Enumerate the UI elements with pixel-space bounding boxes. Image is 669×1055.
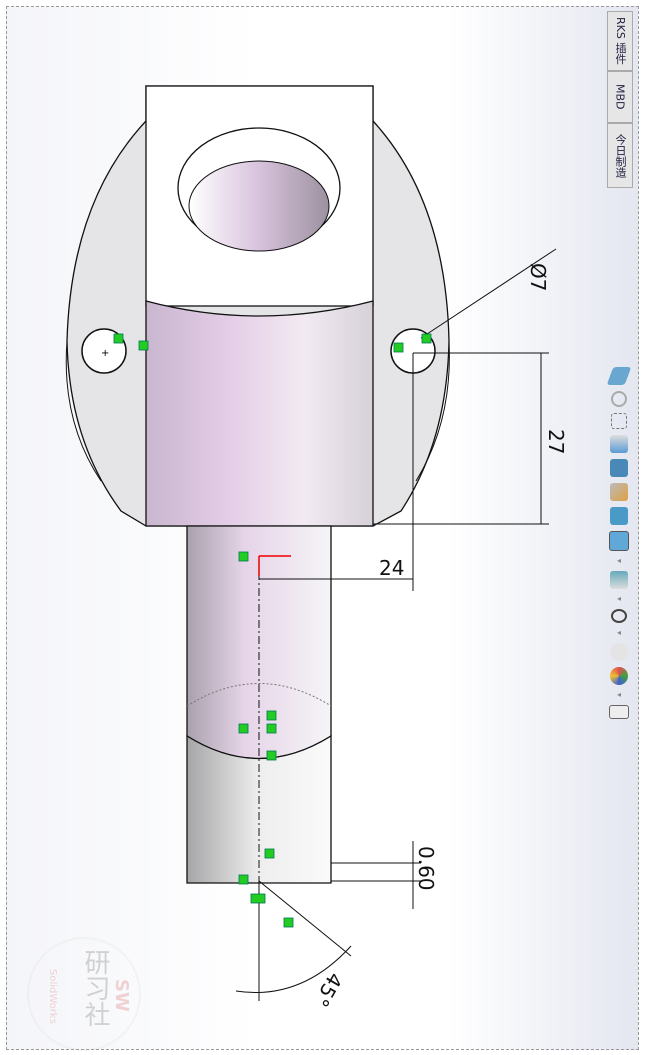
view-orientation-icon[interactable]	[606, 367, 632, 385]
task-pane-tabs: RKS 插件 MBD 今日制造	[607, 11, 633, 188]
zoom-area-icon[interactable]	[611, 413, 627, 429]
display-style-icon[interactable]	[609, 531, 629, 551]
zoom-to-fit-icon[interactable]	[611, 391, 627, 407]
apply-scene-icon[interactable]	[610, 643, 628, 661]
tab-rks-plugin[interactable]: RKS 插件	[607, 11, 633, 71]
dimension-lines	[235, 248, 557, 1001]
dim-horizontal[interactable]: 24	[379, 556, 404, 580]
tab-today-manufacturing[interactable]: 今日制造	[607, 123, 633, 188]
view-settings-icon[interactable]	[610, 667, 628, 685]
relation-markers	[113, 333, 432, 928]
dim-hole-diameter[interactable]: Ø7	[526, 263, 550, 291]
watermark-logo: 研习社 SW SolidWorks	[27, 937, 141, 1051]
svg-text:+: +	[101, 348, 109, 359]
edit-appearance-icon[interactable]	[611, 609, 627, 623]
sketch-drawing: + Ø7 27 24 0.60 45°	[65, 85, 568, 1012]
tab-mbd[interactable]: MBD	[607, 71, 633, 123]
dim-chamfer-angle[interactable]: 45°	[309, 969, 348, 1012]
dropdown-arrow-icon[interactable]: ◂	[616, 594, 621, 603]
dim-chamfer-distance[interactable]: 0.60	[414, 846, 438, 891]
dynamic-annotation-icon[interactable]	[610, 483, 628, 501]
section-view-icon[interactable]	[610, 459, 628, 477]
monitor-icon[interactable]	[609, 705, 629, 719]
dropdown-arrow-icon[interactable]: ◂	[616, 690, 621, 699]
graphics-area[interactable]: + Ø7 27 24 0.60 45° 研习社 SW SolidWorks RK…	[6, 6, 639, 1051]
previous-view-icon[interactable]	[610, 435, 628, 453]
dropdown-arrow-icon[interactable]: ◂	[616, 556, 621, 565]
dim-vertical[interactable]: 27	[544, 429, 568, 454]
view-orientation-cube-icon[interactable]	[610, 507, 628, 525]
heads-up-view-toolbar: ◂ ◂ ◂ ◂	[606, 367, 632, 719]
dropdown-arrow-icon[interactable]: ◂	[616, 628, 621, 637]
hide-show-items-icon[interactable]	[610, 571, 628, 589]
lug-cylinder	[145, 300, 374, 527]
